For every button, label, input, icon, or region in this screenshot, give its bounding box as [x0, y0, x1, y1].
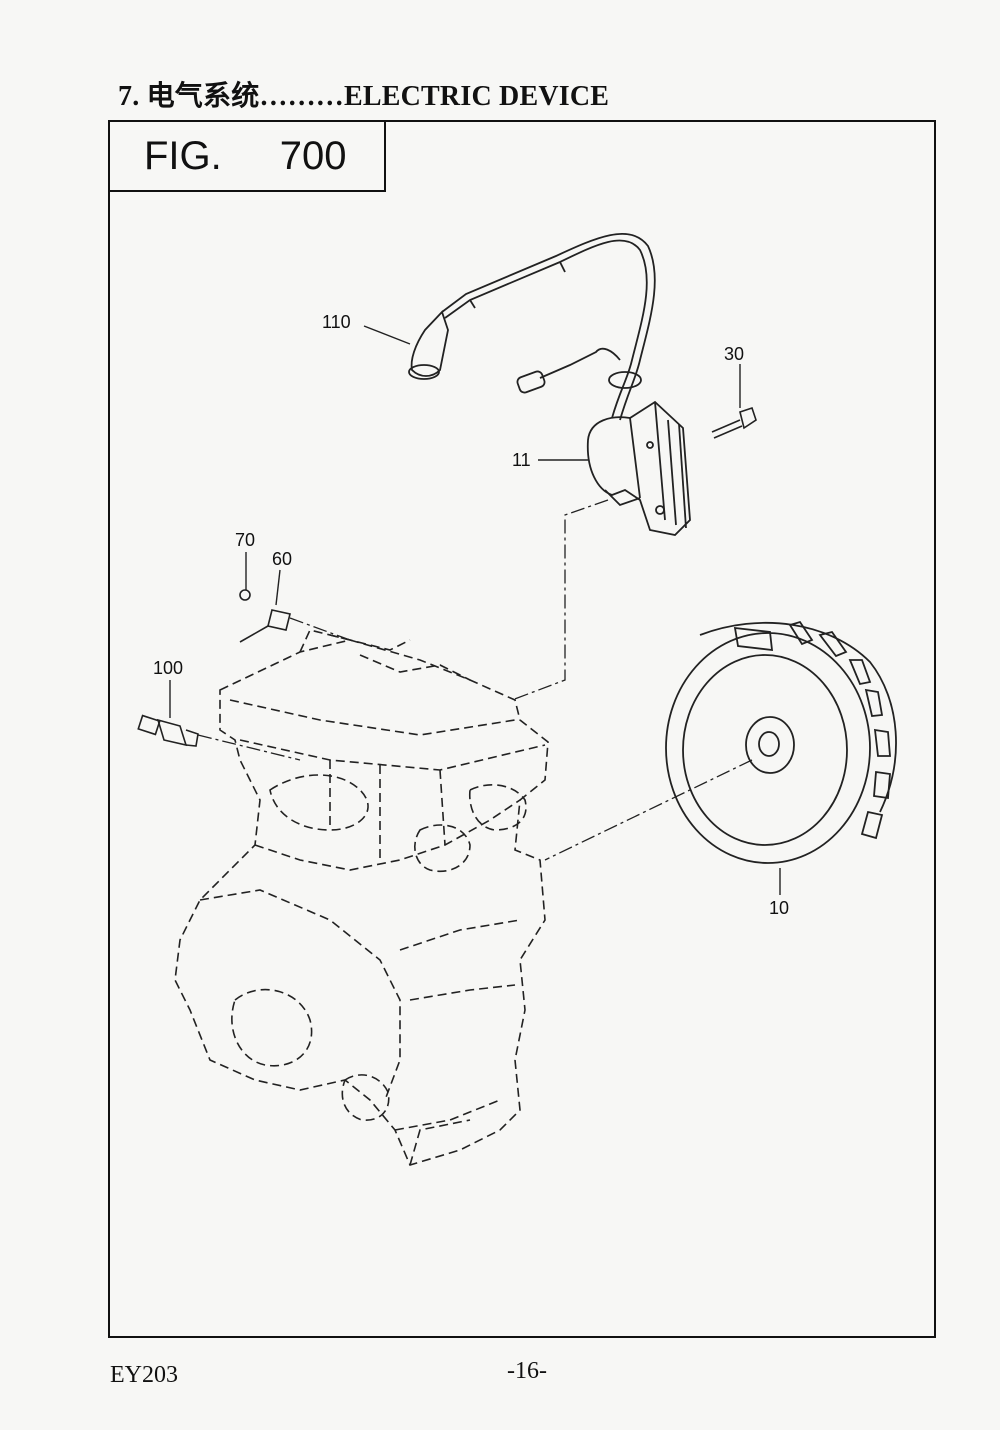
callout-100: 100	[153, 658, 183, 678]
figure-label-box: FIG. 700	[110, 122, 386, 192]
model-code: EY203	[110, 1362, 178, 1388]
callout-11: 11	[512, 450, 531, 470]
ignition-coil	[586, 400, 691, 536]
figure-prefix: FIG.	[144, 133, 222, 178]
flywheel	[665, 620, 897, 864]
callout-110: 110	[322, 312, 351, 332]
figure-frame: FIG. 700	[108, 120, 936, 1338]
callout-30: 30	[724, 344, 744, 364]
assembly-centerlines	[197, 499, 753, 861]
section-heading: 7. 电气系统………ELECTRIC DEVICE	[118, 81, 610, 112]
callout-70: 70	[235, 530, 255, 550]
engine-block-outline	[174, 629, 549, 1166]
page-number: -16-	[507, 1358, 547, 1384]
spark-plug	[137, 714, 199, 747]
plug-cap-and-cable	[408, 232, 656, 421]
ground-terminal	[239, 589, 291, 643]
callout-leaders	[169, 325, 781, 895]
callout-60: 60	[272, 549, 292, 569]
callout-10: 10	[769, 898, 789, 918]
coil-mounting-bolt	[711, 406, 757, 439]
figure-number: 700	[279, 133, 347, 178]
